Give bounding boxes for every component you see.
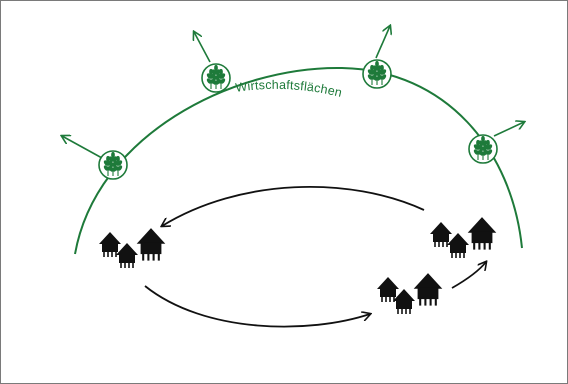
hut-icon [392, 288, 416, 315]
hut-icon [446, 232, 470, 259]
settlement-left [98, 227, 167, 269]
expansion-arrows [62, 26, 524, 159]
settlement-lower-right [376, 272, 444, 315]
wheat-icon [201, 63, 231, 93]
expansion-arrow-top-left [194, 32, 211, 63]
hut-icon [412, 272, 444, 307]
area-label: Wirtschaftsflächen [235, 78, 344, 100]
hut-icon [135, 227, 167, 262]
expansion-arrow-left [62, 136, 103, 159]
hut-icon [115, 242, 139, 269]
arc-boundary [74, 66, 523, 255]
migration-arrow-bottom [144, 285, 370, 328]
wheat-icon [98, 150, 128, 180]
field-icons [98, 59, 498, 180]
migration-arrow-right [451, 262, 486, 289]
migration-arrows [144, 186, 486, 328]
settlement-upper-right [429, 216, 498, 259]
expansion-arrow-right [493, 122, 524, 137]
wheat-icon [362, 59, 392, 89]
migration-arrow-top [162, 186, 425, 226]
expansion-arrow-top-right [375, 26, 390, 59]
hut-icon [466, 216, 498, 251]
wheat-icon [468, 134, 498, 164]
